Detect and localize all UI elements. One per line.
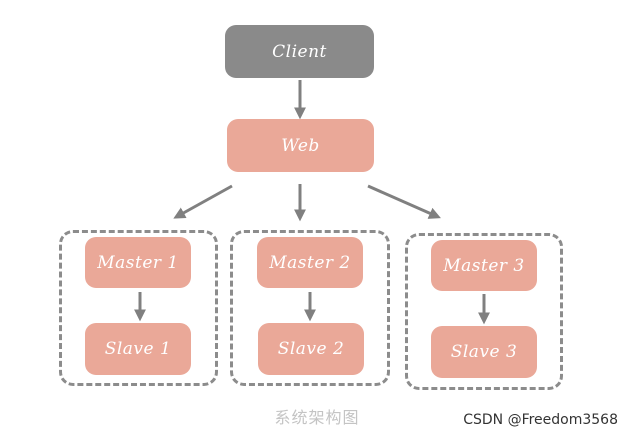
slave-2-node: Slave 2	[258, 323, 364, 375]
web-node: Web	[227, 119, 374, 172]
edge-web-to-master1	[173, 184, 233, 219]
edge-web-to-master3	[367, 184, 441, 219]
cluster-group-1	[59, 230, 218, 386]
cluster-group-3	[405, 233, 563, 390]
csdn-watermark: CSDN @Freedom3568	[463, 412, 618, 428]
master-1-node: Master 1	[85, 237, 191, 288]
slave-1-node: Slave 1	[85, 323, 191, 375]
cluster-group-2	[230, 230, 390, 386]
diagram-caption: 系统架构图	[274, 408, 360, 427]
master-2-node: Master 2	[257, 237, 363, 288]
client-node: Client	[225, 25, 374, 78]
slave-3-node: Slave 3	[431, 326, 537, 378]
master-3-node: Master 3	[431, 240, 537, 291]
